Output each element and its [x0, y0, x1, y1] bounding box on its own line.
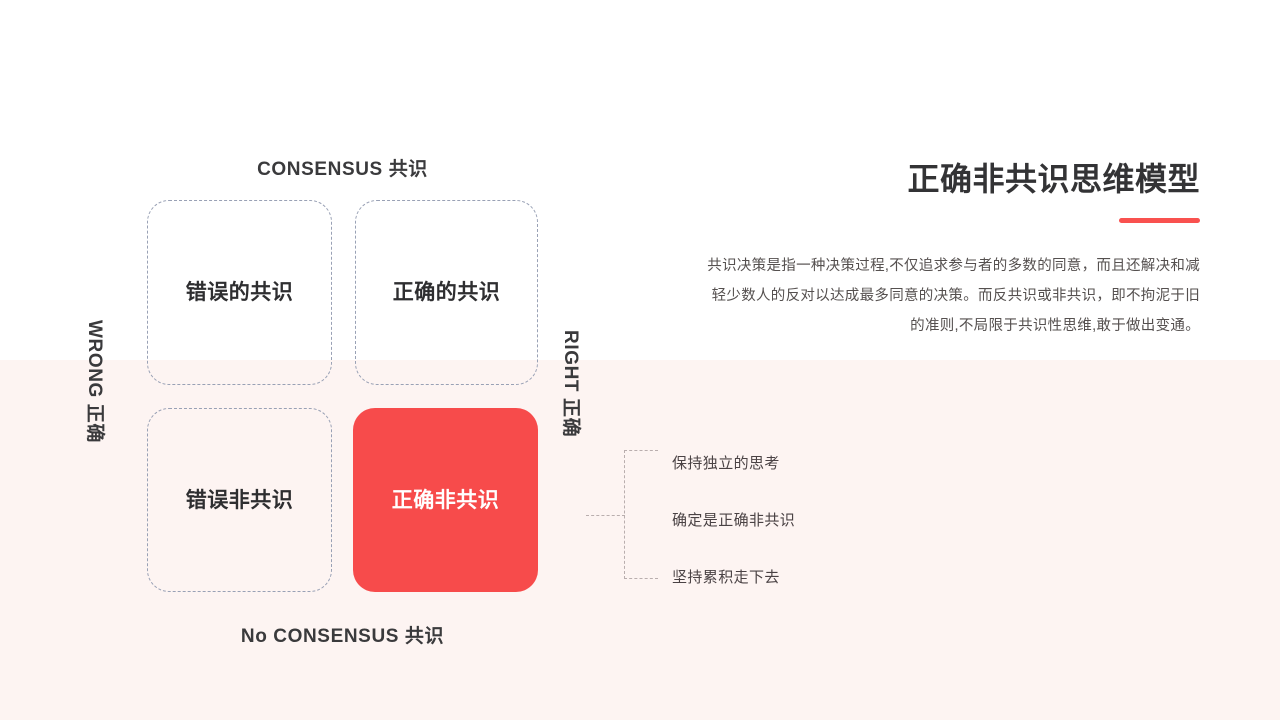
matrix-cell-label: 错误非共识 [185, 488, 294, 512]
bracket-stem-line [586, 515, 625, 516]
matrix-cell-wrong-consensus[interactable]: 错误的共识 [147, 200, 332, 385]
matrix-cell-label: 正确的共识 [392, 281, 501, 304]
page-title: 正确非共识思维模型 [907, 161, 1200, 197]
panel-description: 共识决策是指一种决策过程,不仅追求参与者的多数的同意，而且还解决和减轻少数人的反… [707, 258, 1200, 334]
axis-label-wrong-left: WRONG 正确 [84, 320, 105, 444]
text-panel: 正确非共识思维模型 共识决策是指一种决策过程,不仅追求参与者的多数的同意，而且还… [700, 160, 1200, 342]
consensus-matrix: CONSENSUS 共识 No CONSENSUS 共识 WRONG 正确 RI… [0, 0, 600, 720]
matrix-cell-label: 正确非共识 [391, 488, 500, 512]
bracket-arm-bottom-line [624, 578, 658, 579]
callout-list-item: 坚持累积走下去 [672, 569, 780, 586]
matrix-cell-right-consensus[interactable]: 正确的共识 [355, 200, 538, 385]
matrix-cell-wrong-no-consensus[interactable]: 错误非共识 [147, 408, 332, 592]
accent-underline-bar [1119, 218, 1200, 224]
axis-label-no-consensus-bottom: No CONSENSUS 共识 [240, 626, 445, 647]
bracket-arm-top-line [624, 450, 658, 451]
callout-list-item: 保持独立的思考 [672, 455, 780, 472]
matrix-cell-right-no-consensus[interactable]: 正确非共识 [353, 408, 538, 592]
bracket-spine-line [624, 450, 625, 579]
axis-label-consensus-top: CONSENSUS 共识 [257, 159, 428, 180]
matrix-cell-label: 错误的共识 [185, 281, 294, 304]
background-band-pink [0, 360, 1280, 720]
axis-label-right-side: RIGHT 正确 [560, 330, 581, 438]
callout-group: 保持独立的思考 确定是正确非共识 坚持累积走下去 [586, 440, 906, 600]
callout-list-item: 确定是正确非共识 [672, 512, 796, 529]
